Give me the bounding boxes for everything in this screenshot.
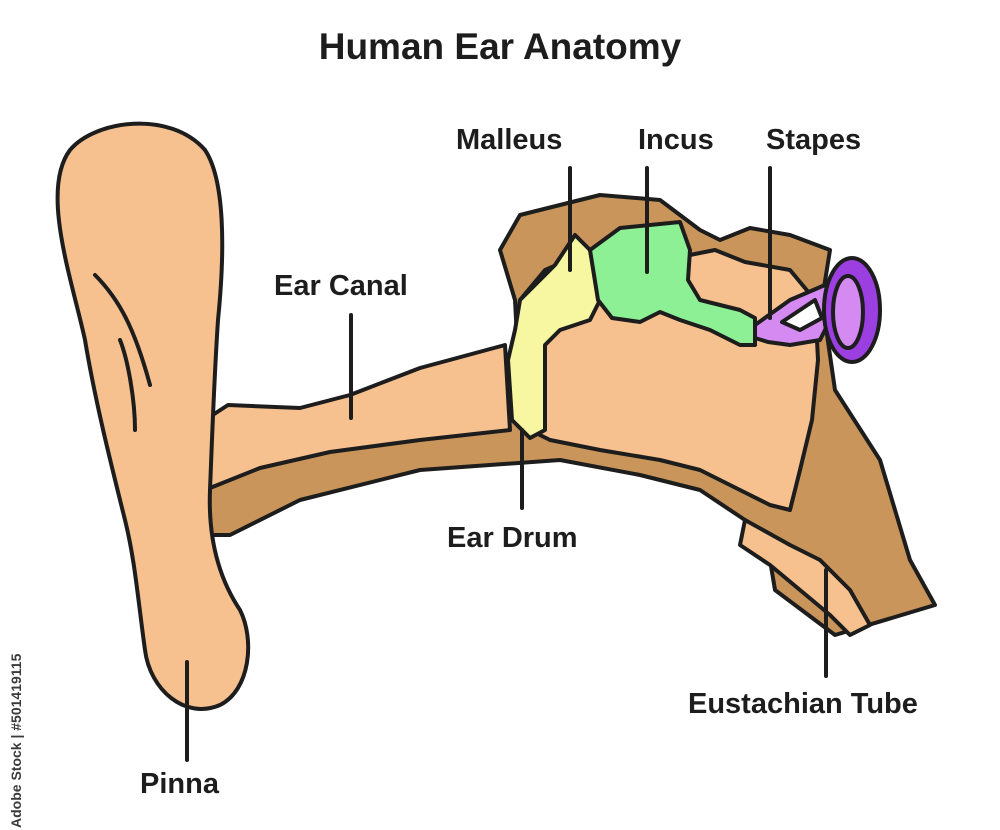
incus-label: Incus [638,124,714,156]
pinna-shape [55,121,251,711]
ear-drum-label: Ear Drum [447,522,578,554]
malleus-label: Malleus [456,124,563,156]
oval-window-inner [831,274,865,350]
stock-id-watermark: Adobe Stock | #501419115 [4,600,30,830]
stock-id-text: Adobe Stock | #501419115 [8,653,24,828]
incus-shape [588,220,757,347]
eustachian-tube-label: Eustachian Tube [688,688,918,720]
eustachian-tube-shape [738,518,872,637]
stapes-label: Stapes [766,124,862,156]
ear-drum-shape [506,233,602,440]
stapes-hole [780,298,824,332]
pinna-inner-fold [93,273,152,387]
diagram-title: Human Ear Anatomy [318,26,682,67]
pinna-label: Pinna [140,768,219,800]
pinna-inner-fold-2 [118,338,137,432]
ear-canal-label: Ear Canal [274,270,408,302]
